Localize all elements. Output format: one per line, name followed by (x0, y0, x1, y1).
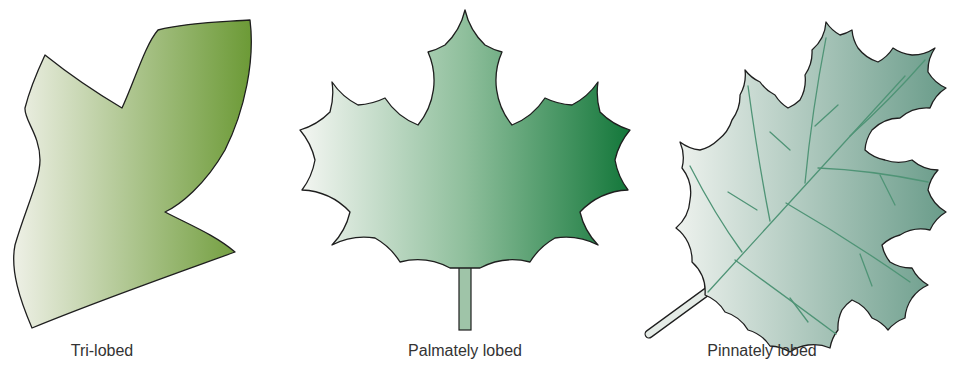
vein (860, 254, 872, 286)
leaf-caption: Pinnately lobed (707, 341, 816, 361)
vein (748, 86, 770, 221)
vein (770, 132, 790, 150)
leaf-caption: Tri-lobed (71, 341, 134, 361)
oak-petiole (649, 288, 712, 334)
tri-lobed-leaf (14, 20, 252, 328)
vein (805, 38, 826, 183)
vein (818, 168, 928, 182)
midrib (708, 76, 905, 292)
maple-petiole (459, 262, 471, 330)
vein (728, 192, 757, 210)
vein (690, 166, 742, 252)
oak-petiole-outline (649, 288, 712, 334)
vein (880, 175, 895, 205)
vein (815, 105, 838, 126)
vein (786, 203, 910, 282)
palmate-leaf (300, 10, 630, 268)
pinnate-leaf (676, 22, 946, 352)
vein (735, 260, 836, 334)
vein (790, 298, 808, 322)
vein (850, 60, 925, 136)
leaf-caption: Palmately lobed (408, 341, 522, 361)
oak-veins (690, 38, 928, 334)
